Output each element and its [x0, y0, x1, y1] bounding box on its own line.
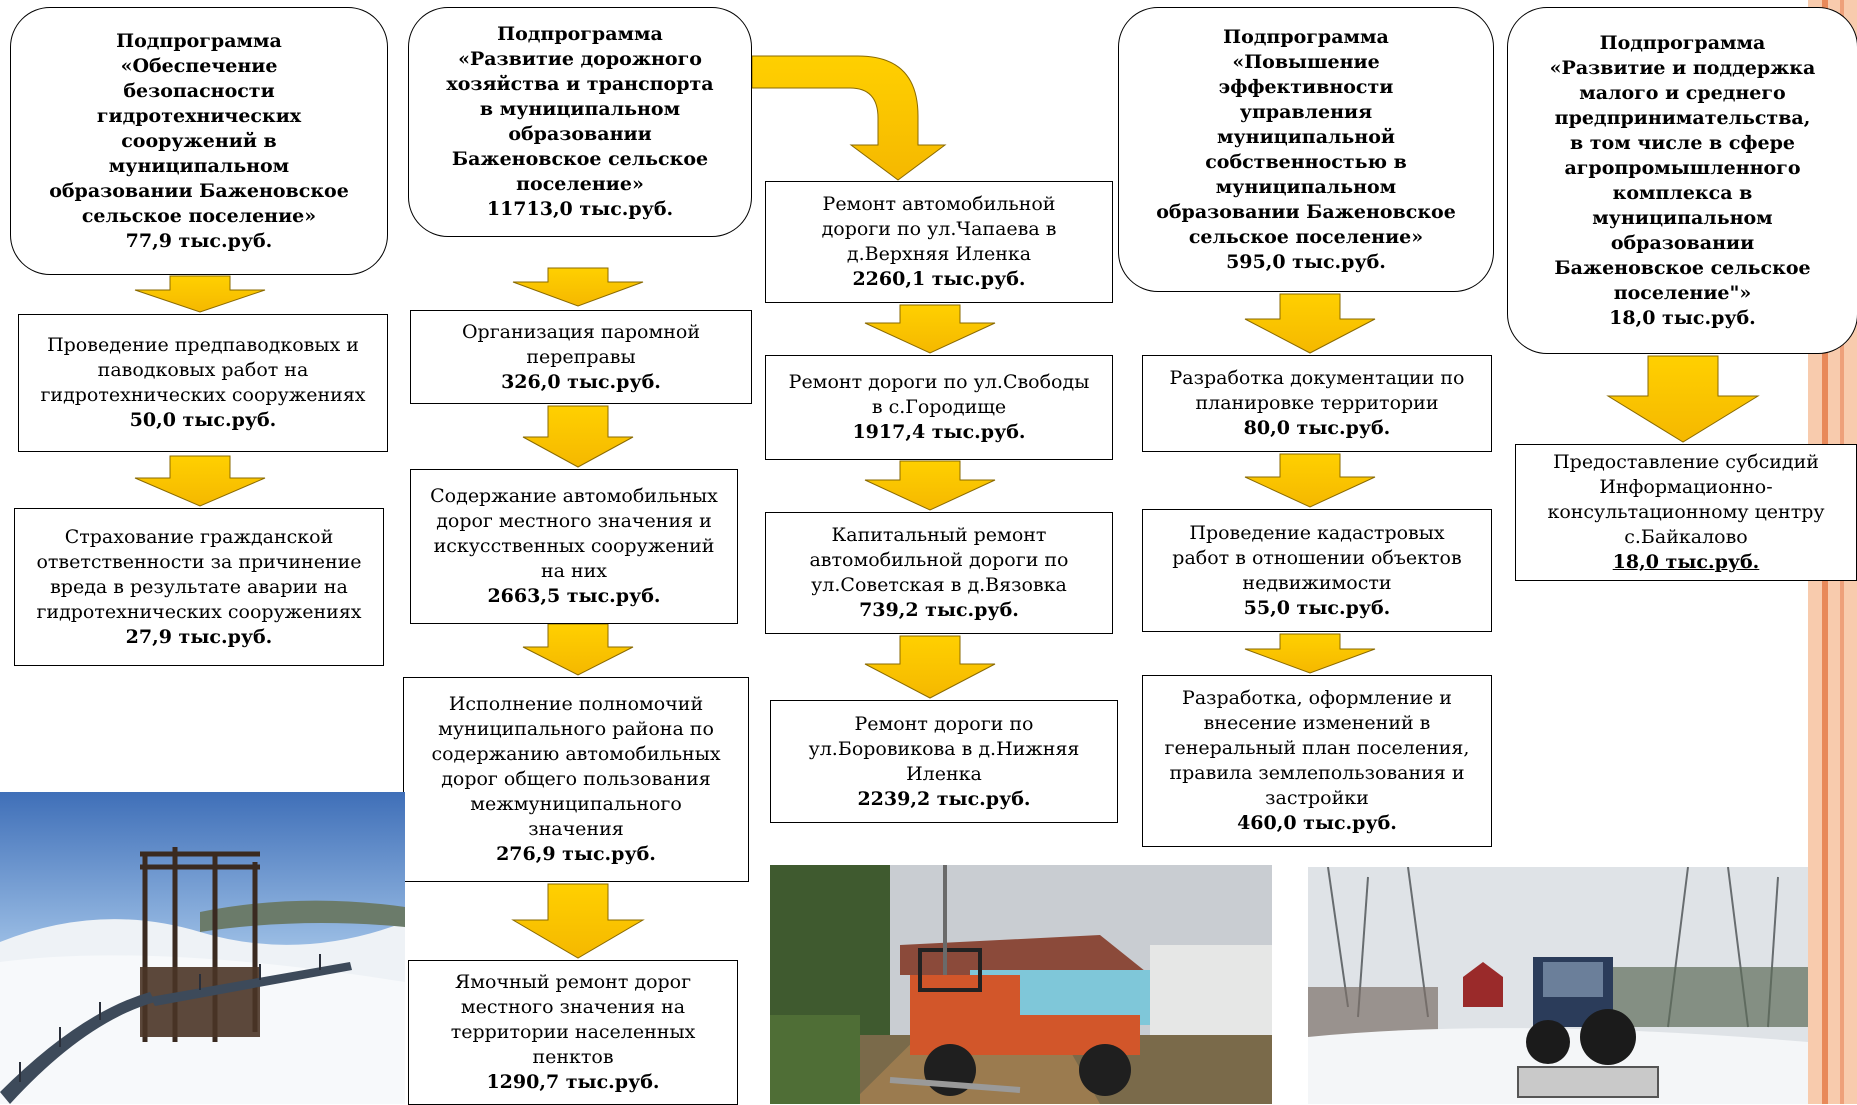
- activity-description: Проведение кадастровых работ в отношении…: [1172, 521, 1462, 594]
- activity-description: Организация паромной переправы: [461, 320, 701, 368]
- program-title: Подпрограмма «Обеспечение безопасности г…: [49, 29, 349, 227]
- activity-box: Ремонт дороги по ул.Боровикова в д.Нижня…: [770, 700, 1118, 823]
- activity-amount: 1917,4 тыс.руб.: [852, 421, 1026, 443]
- program-title: Подпрограмма «Развитие и поддержка малог…: [1549, 31, 1816, 304]
- activity-amount: 276,9 тыс.руб.: [496, 843, 656, 865]
- down-arrow: [522, 405, 634, 468]
- activity-amount: 2260,1 тыс.руб.: [852, 268, 1026, 290]
- down-arrow: [864, 460, 996, 511]
- activity-box: Капитальный ремонт автомобильной дороги …: [765, 512, 1113, 634]
- activity-description: Проведение предпаводковых и паводковых р…: [40, 334, 366, 406]
- activity-amount: 739,2 тыс.руб.: [859, 599, 1019, 621]
- down-arrow: [134, 275, 266, 313]
- activity-description: Разработка, оформление и внесение измене…: [1164, 687, 1470, 809]
- activity-amount: 18,0 тыс.руб.: [1612, 551, 1760, 573]
- program-box-property: Подпрограмма «Повышение эффективности уп…: [1118, 7, 1494, 292]
- activity-amount: 2663,5 тыс.руб.: [487, 585, 661, 607]
- activity-amount: 55,0 тыс.руб.: [1243, 596, 1391, 619]
- program-amount: 11713,0 тыс.руб.: [486, 198, 674, 220]
- activity-box: Ремонт автомобильной дороги по ул.Чапаев…: [765, 181, 1113, 303]
- activity-box: Исполнение полномочий муниципального рай…: [403, 677, 749, 882]
- activity-box: Содержание автомобильных дорог местного …: [410, 469, 738, 624]
- down-arrow: [1244, 633, 1376, 674]
- photo-road-grader: [770, 865, 1272, 1104]
- activity-amount: 326,0 тыс.руб.: [501, 370, 661, 393]
- activity-box: Ямочный ремонт дорог местного значения н…: [408, 960, 738, 1105]
- curved-arrow: [751, 55, 947, 181]
- activity-box: Разработка, оформление и внесение измене…: [1142, 675, 1492, 847]
- program-title: Подпрограмма «Развитие дорожного хозяйст…: [446, 23, 714, 195]
- program-amount: 77,9 тыс.руб.: [125, 229, 273, 252]
- activity-amount: 2239,2 тыс.руб.: [857, 787, 1031, 810]
- activity-amount: 50,0 тыс.руб.: [129, 409, 277, 431]
- activity-box: Разработка документации по планировке те…: [1142, 355, 1492, 452]
- activity-description: Предоставление субсидий Информационно- к…: [1547, 451, 1825, 548]
- down-arrow: [864, 304, 996, 354]
- program-box-roads: Подпрограмма «Развитие дорожного хозяйст…: [408, 7, 752, 237]
- program-amount: 18,0 тыс.руб.: [1609, 306, 1756, 329]
- activity-description: Разработка документации по планировке те…: [1169, 367, 1465, 414]
- activity-box: Ремонт дороги по ул.Свободы в с.Городище…: [765, 355, 1113, 460]
- down-arrow: [864, 635, 996, 699]
- activity-box: Предоставление субсидий Информационно- к…: [1515, 444, 1857, 581]
- activity-description: Капитальный ремонт автомобильной дороги …: [809, 524, 1069, 596]
- program-title: Подпрограмма «Повышение эффективности уп…: [1156, 25, 1456, 248]
- activity-box: Страхование гражданской ответственности …: [14, 508, 384, 666]
- activity-description: Ремонт дороги по ул.Боровикова в д.Нижня…: [808, 712, 1080, 785]
- program-box-hydro: Подпрограмма «Обеспечение безопасности г…: [10, 7, 388, 275]
- photo-hydro-structure: [0, 792, 405, 1104]
- activity-description: Ремонт автомобильной дороги по ул.Чапаев…: [821, 193, 1057, 265]
- activity-box: Организация паромной переправы 326,0 тыс…: [410, 310, 752, 404]
- activity-amount: 80,0 тыс.руб.: [1243, 417, 1391, 439]
- down-arrow: [1244, 293, 1376, 354]
- activity-box: Проведение кадастровых работ в отношении…: [1142, 509, 1492, 632]
- activity-amount: 1290,7 тыс.руб.: [486, 1071, 660, 1093]
- activity-box: Проведение предпаводковых и паводковых р…: [18, 314, 388, 452]
- down-arrow: [1244, 453, 1376, 508]
- down-arrow: [511, 883, 645, 959]
- activity-description: Страхование гражданской ответственности …: [36, 525, 362, 623]
- activity-amount: 460,0 тыс.руб.: [1237, 812, 1397, 834]
- photo-snow-tractor: [1308, 867, 1808, 1104]
- activity-amount: 27,9 тыс.руб.: [125, 625, 273, 648]
- activity-description: Ремонт дороги по ул.Свободы в с.Городище: [788, 371, 1090, 418]
- activity-description: Содержание автомобильных дорог местного …: [430, 485, 718, 582]
- activity-description: Ямочный ремонт дорог местного значения н…: [450, 971, 696, 1068]
- down-arrow: [1606, 355, 1760, 443]
- activity-description: Исполнение полномочий муниципального рай…: [431, 693, 721, 840]
- program-amount: 595,0 тыс.руб.: [1226, 250, 1386, 273]
- program-box-business: Подпрограмма «Развитие и поддержка малог…: [1507, 7, 1857, 354]
- down-arrow: [134, 455, 266, 507]
- down-arrow: [522, 623, 634, 676]
- down-arrow: [512, 267, 644, 307]
